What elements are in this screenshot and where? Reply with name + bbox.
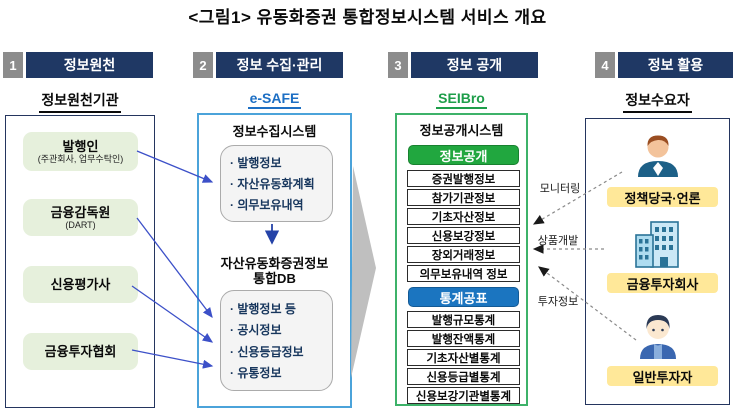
step3-header: 3 정보 공개 [388, 52, 538, 78]
step1-header: 1 정보원천 [3, 52, 153, 78]
source-fss-sub: (DART) [65, 219, 96, 230]
db-items-box: 발행정보 등 공시정보 신용등급정보 유통정보 [220, 290, 333, 391]
db-item: 유통정보 [230, 364, 332, 381]
official-person-icon [586, 131, 729, 184]
stats-row: 기초자산별통계 [407, 349, 520, 366]
collect-item: 발행정보 [230, 154, 332, 171]
source-fss: 금융감독원 (DART) [23, 199, 138, 236]
disclosure-badge: 정보공개 [408, 145, 519, 165]
db-item: 공시정보 [230, 321, 332, 338]
collection-system-title: 정보수집시스템 [232, 124, 317, 139]
source-rating-agency-name: 신용평가사 [50, 277, 111, 292]
collect-item: 의무보유내역 [230, 196, 332, 213]
building-icon [586, 219, 729, 276]
flow-label-investment-info: 투자정보 [537, 296, 579, 308]
step4-title-bar: 정보 활용 [618, 52, 733, 78]
source-column-box: 발행인 (주관회사, 업무수탁인) 금융감독원 (DART) 신용평가사 금융투… [5, 115, 155, 408]
esafe-subheader: e-SAFE [197, 90, 352, 109]
consumer-policy-label: 정책당국·언론 [607, 187, 718, 207]
disclosure-row: 신용보강정보 [407, 227, 520, 244]
disclosure-row: 증권발행정보 [407, 170, 520, 187]
step3-number-badge: 3 [388, 52, 408, 78]
seibro-subheader: SEIBro [395, 90, 528, 109]
flow-label-product-dev: 상품개발 [537, 235, 579, 247]
step2-title-bar: 정보 수집·관리 [216, 52, 343, 78]
consumer-column-box: 정책당국·언론 금융투자회사 [585, 118, 730, 405]
source-org-label: 정보원천기관 [39, 90, 121, 113]
source-rating-agency: 신용평가사 [23, 266, 138, 303]
source-org-subheader: 정보원천기관 [5, 90, 155, 113]
consumer-subheader: 정보수요자 [585, 90, 730, 113]
stats-row: 발행규모통계 [407, 311, 520, 328]
flow-label-monitoring: 모니터링 [539, 183, 581, 195]
investor-person-icon [586, 311, 729, 366]
source-issuer: 발행인 (주관회사, 업무수탁인) [23, 132, 138, 171]
step2-number-badge: 2 [193, 52, 213, 78]
disclosure-row: 기초자산정보 [407, 208, 520, 225]
consumer-label: 정보수요자 [623, 90, 692, 113]
collect-item: 자산유동화계획 [230, 175, 332, 192]
disclosure-row: 참가기관정보 [407, 189, 520, 206]
consumer-firm-label: 금융투자회사 [607, 273, 718, 293]
collection-column-box: 정보수집시스템 발행정보 자산유동화계획 의무보유내역 자산유동화증권정보 통합… [197, 113, 352, 408]
source-fss-name: 금융감독원 [50, 204, 111, 220]
flow-triangle-arrow [351, 166, 376, 378]
step1-title-bar: 정보원천 [26, 52, 153, 78]
db-item: 신용등급정보 [230, 343, 332, 360]
seibro-link[interactable]: SEIBro [436, 90, 487, 109]
disclosure-row: 장외거래정보 [407, 246, 520, 263]
source-kofia: 금융투자협회 [23, 333, 138, 370]
disclosure-column-box: 정보공개시스템 정보공개 증권발행정보 참가기관정보 기초자산정보 신용보강정보… [395, 113, 528, 406]
step2-header: 2 정보 수집·관리 [193, 52, 343, 78]
stats-row: 신용등급별통계 [407, 368, 520, 385]
consumer-retail-label: 일반투자자 [607, 366, 718, 386]
db-item: 발행정보 등 [230, 300, 332, 317]
disclosure-row: 의무보유내역 정보 [407, 265, 520, 282]
step4-header: 4 정보 활용 [595, 52, 733, 78]
integrated-db-title: 자산유동화증권정보 통합DB [199, 256, 350, 286]
source-kofia-name: 금융투자협회 [44, 344, 117, 359]
step1-number-badge: 1 [3, 52, 23, 78]
esafe-link[interactable]: e-SAFE [247, 90, 302, 109]
step3-title-bar: 정보 공개 [411, 52, 538, 78]
step4-number-badge: 4 [595, 52, 615, 78]
source-issuer-name: 발행인 [62, 138, 99, 154]
figure-title: <그림1> 유동화증권 통합정보시스템 서비스 개요 [188, 8, 547, 27]
db-title-line2: 통합DB [253, 271, 296, 286]
source-issuer-sub: (주관회사, 업무수탁인) [37, 153, 124, 164]
collection-items-box: 발행정보 자산유동화계획 의무보유내역 [220, 145, 333, 222]
stats-row: 발행잔액통계 [407, 330, 520, 347]
stats-row: 신용보강기관별통계 [407, 387, 520, 404]
db-title-line1: 자산유동화증권정보 [220, 256, 329, 271]
disclosure-system-title: 정보공개시스템 [419, 123, 504, 138]
stats-badge: 통계공표 [408, 287, 519, 307]
